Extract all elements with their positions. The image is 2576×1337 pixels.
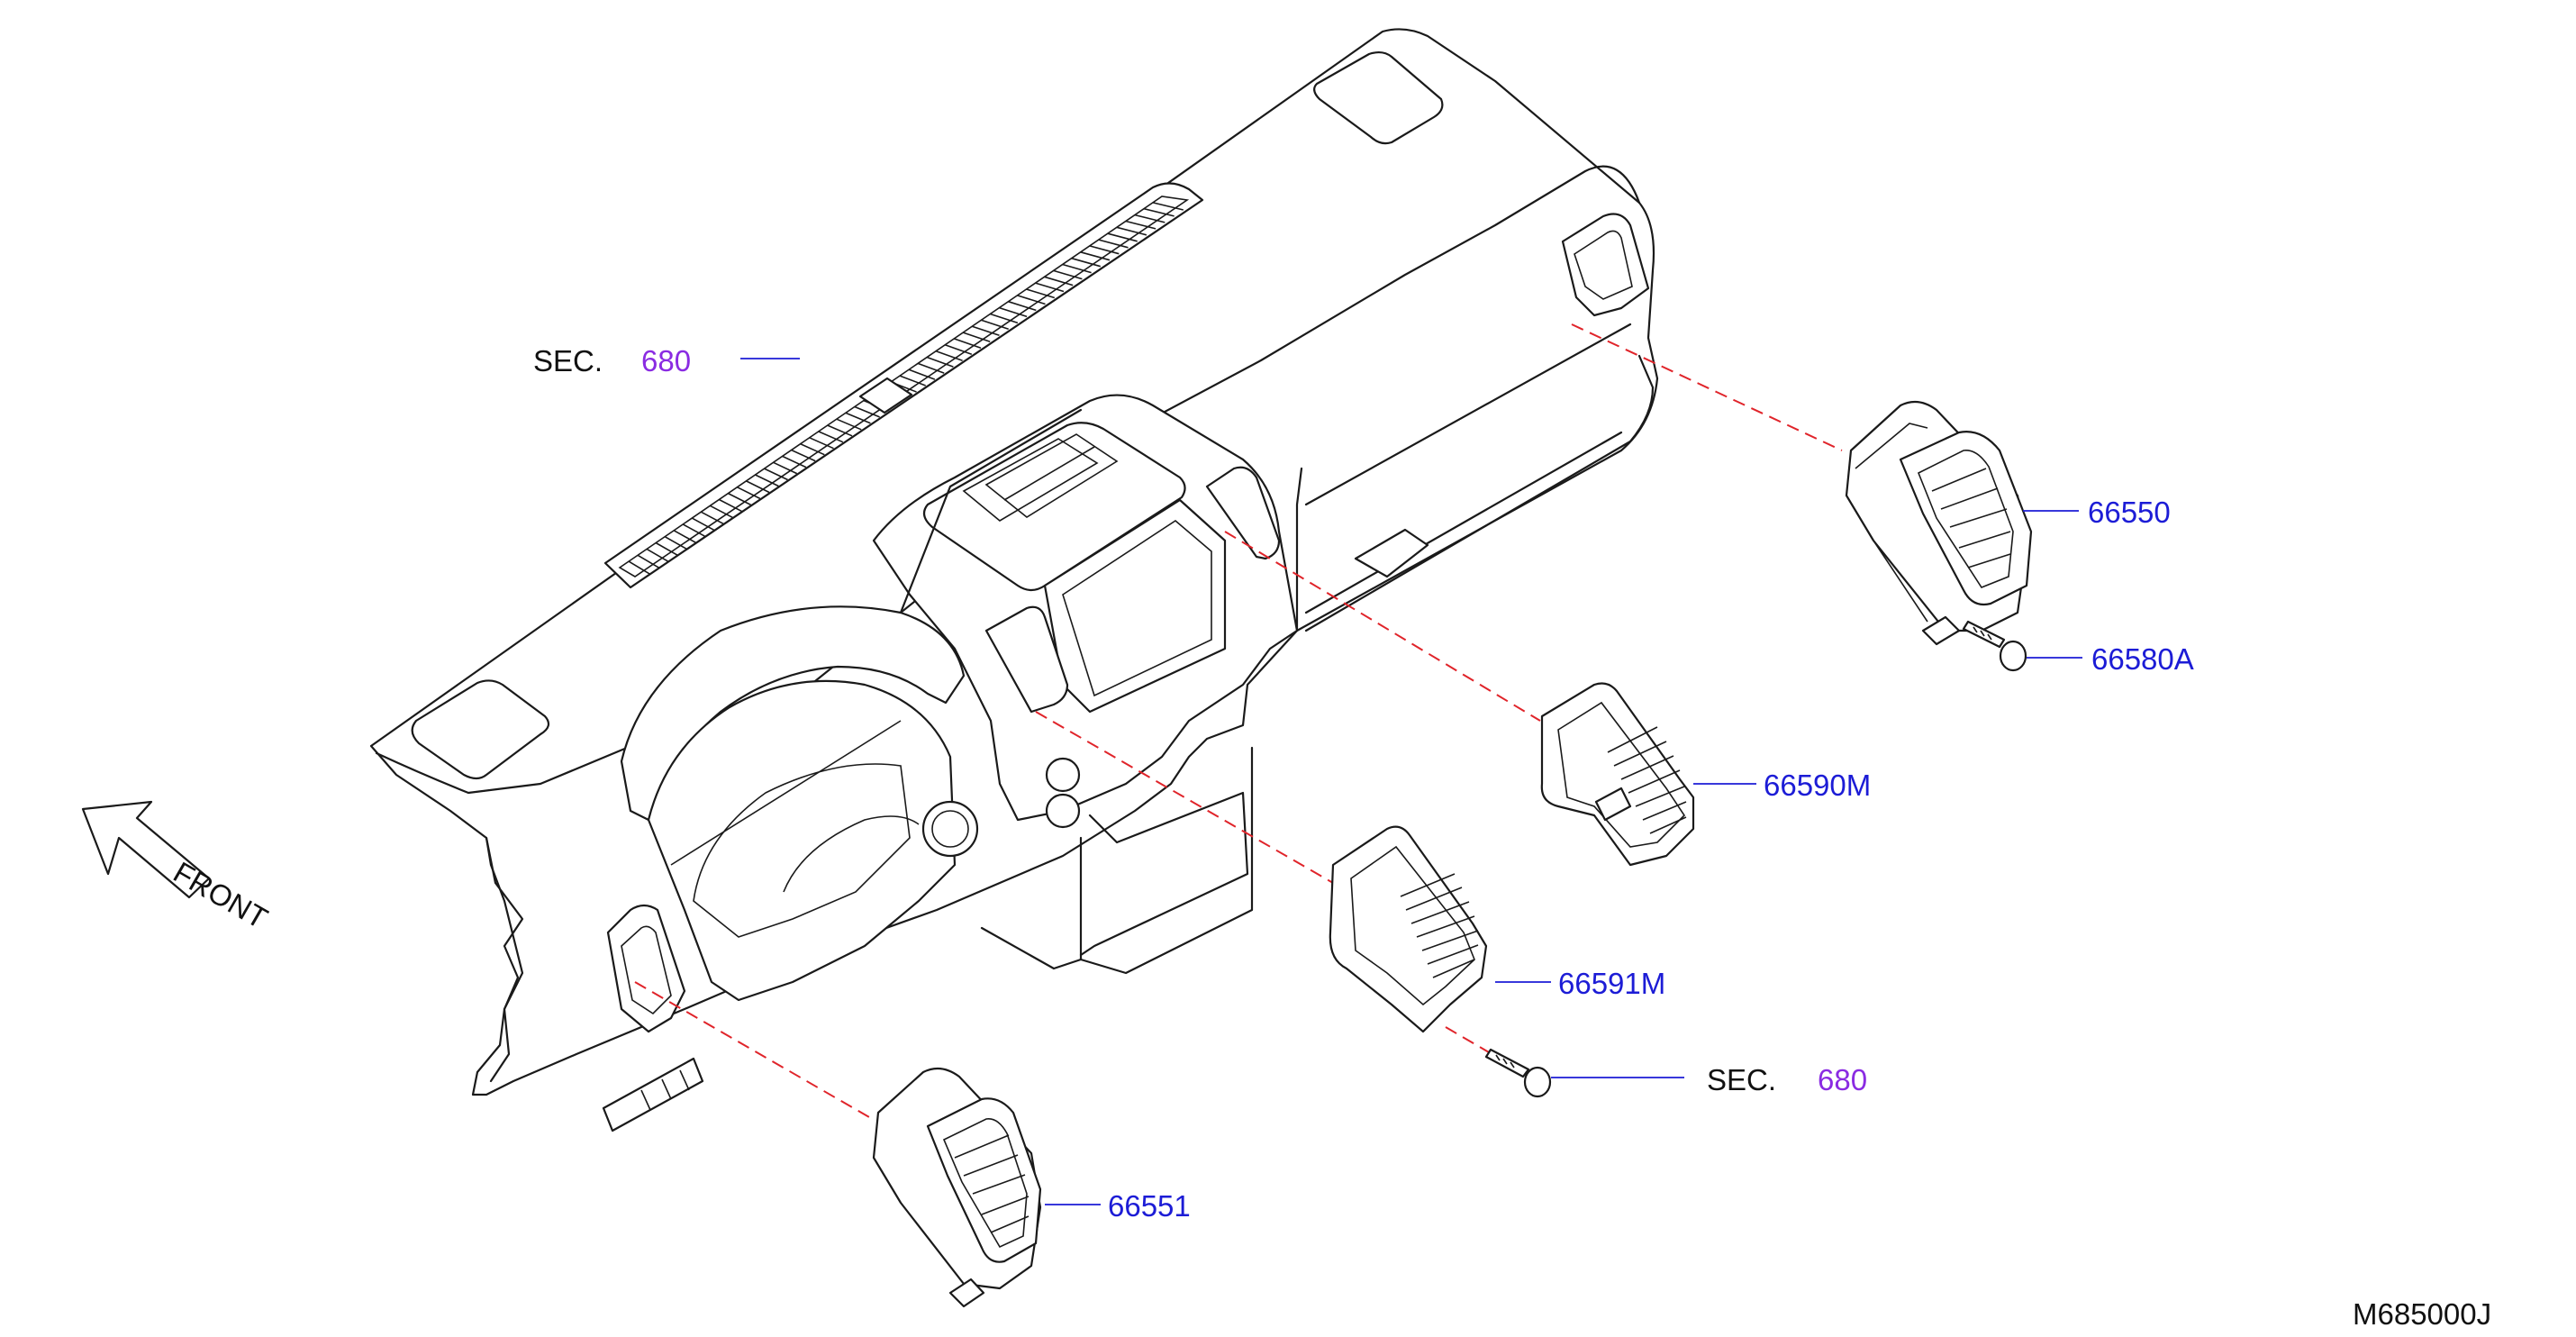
clip-66580a <box>1962 620 2027 672</box>
center-vent-upper <box>1540 682 1695 867</box>
speaker-pad-left <box>411 679 550 780</box>
sec-ref-top-number[interactable]: 680 <box>641 344 691 377</box>
front-label: FRONT <box>168 855 274 935</box>
instrument-cluster <box>620 605 979 1002</box>
sec-ref-bottom-prefix[interactable]: SEC. <box>1707 1063 1776 1096</box>
center-stack <box>872 394 1299 975</box>
side-vent-right <box>1845 400 2033 646</box>
part-number-66590m[interactable]: 66590M <box>1764 769 1871 802</box>
guide-line-center-lower <box>1035 711 1334 884</box>
part-number-66551[interactable]: 66551 <box>1108 1189 1191 1223</box>
part-number-66591m[interactable]: 66591M <box>1558 967 1665 1000</box>
guide-line-right-vent <box>1571 323 1843 451</box>
side-vent-left <box>872 1067 1042 1308</box>
guide-line-center-upper <box>1224 531 1541 722</box>
front-direction-arrow: FRONT <box>81 800 274 935</box>
defroster-grille <box>603 182 1204 589</box>
front-arrow-icon <box>81 800 211 899</box>
sec-ref-top-prefix[interactable]: SEC. <box>533 344 603 377</box>
center-vent-lower <box>1329 825 1488 1033</box>
part-number-66580a[interactable]: 66580A <box>2091 642 2194 676</box>
speaker-pad-right <box>1313 50 1444 145</box>
sec-ref-bottom-number[interactable]: 680 <box>1818 1063 1867 1096</box>
assembly-guide-lines <box>634 323 1978 1118</box>
drawing-code: M685000J <box>2353 1297 2491 1331</box>
part-number-66550[interactable]: 66550 <box>2088 496 2171 529</box>
callouts: SEC. 680 66550 66580A 66590M 66591M SEC.… <box>533 344 2491 1331</box>
guide-line-left-vent <box>634 981 870 1118</box>
dashboard-assembly <box>369 28 1659 1132</box>
screw-sec-680 <box>1484 1048 1552 1098</box>
